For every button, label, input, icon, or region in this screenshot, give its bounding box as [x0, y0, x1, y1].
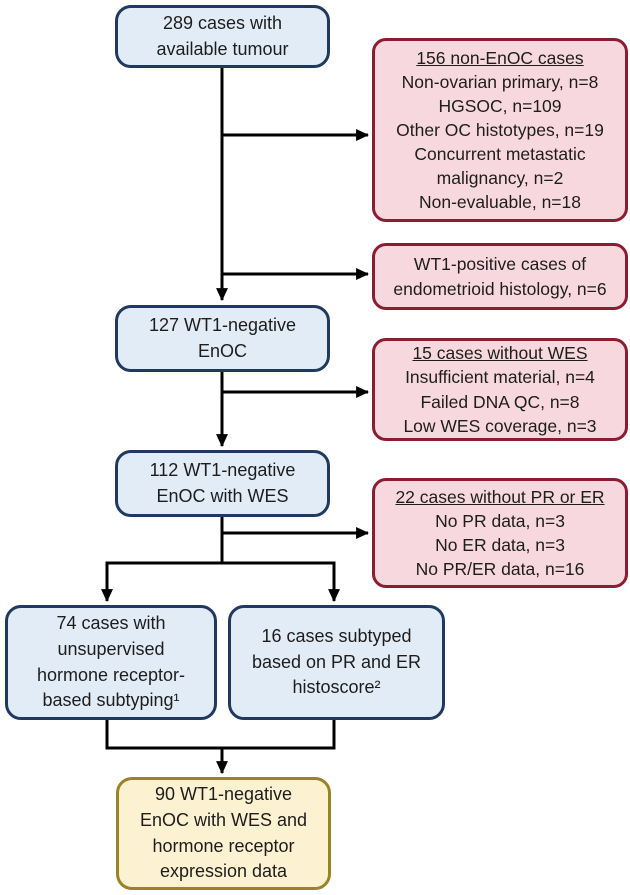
box-74-unsupervised-subtyping: 74 cases with unsupervised hormone recep…	[5, 605, 217, 720]
box-15-without-wes: 15 cases without WES Insufficient materi…	[372, 338, 628, 441]
box-112-text: 112 WT1-negative EnOC with WES	[149, 459, 296, 506]
box-289-text: 289 cases with available tumour	[156, 12, 289, 59]
box-22-without-pr-er: 22 cases without PR or ER No PR data, n=…	[372, 478, 628, 588]
box-90-final-cohort: 90 WT1-negative EnOC with WES and hormon…	[116, 777, 331, 890]
box-156-non-enoc: 156 non-EnOC cases Non-ovarian primary, …	[372, 38, 628, 222]
box-wt1-positive: WT1-positive cases of endometrioid histo…	[372, 243, 628, 310]
box-22-title: 22 cases without PR or ER	[395, 486, 605, 507]
box-289-available-tumour: 289 cases with available tumour	[115, 5, 330, 68]
box-90-text: 90 WT1-negative EnOC with WES and hormon…	[139, 784, 308, 882]
box-112-wes: 112 WT1-negative EnOC with WES	[115, 450, 330, 517]
box-16-histoscore-subtyped: 16 cases subtyped based on PR and ER his…	[228, 605, 445, 720]
box-156-items: Non-ovarian primary, n=8 HGSOC, n=109 Ot…	[396, 71, 604, 213]
box-22-items: No PR data, n=3 No ER data, n=3 No PR/ER…	[415, 510, 585, 580]
box-156-title: 156 non-EnOC cases	[416, 47, 584, 68]
box-127-wt1-negative: 127 WT1-negative EnOC	[115, 305, 330, 372]
box-127-text: 127 WT1-negative EnOC	[148, 314, 297, 361]
box-15-title: 15 cases without WES	[412, 343, 588, 364]
box-15-items: Insufficient material, n=4 Failed DNA QC…	[403, 367, 597, 436]
box-74-text: 74 cases with unsupervised hormone recep…	[36, 613, 186, 711]
box-wt1-positive-text: WT1-positive cases of endometrioid histo…	[393, 254, 607, 299]
box-16-text: 16 cases subtyped based on PR and ER his…	[251, 626, 422, 698]
